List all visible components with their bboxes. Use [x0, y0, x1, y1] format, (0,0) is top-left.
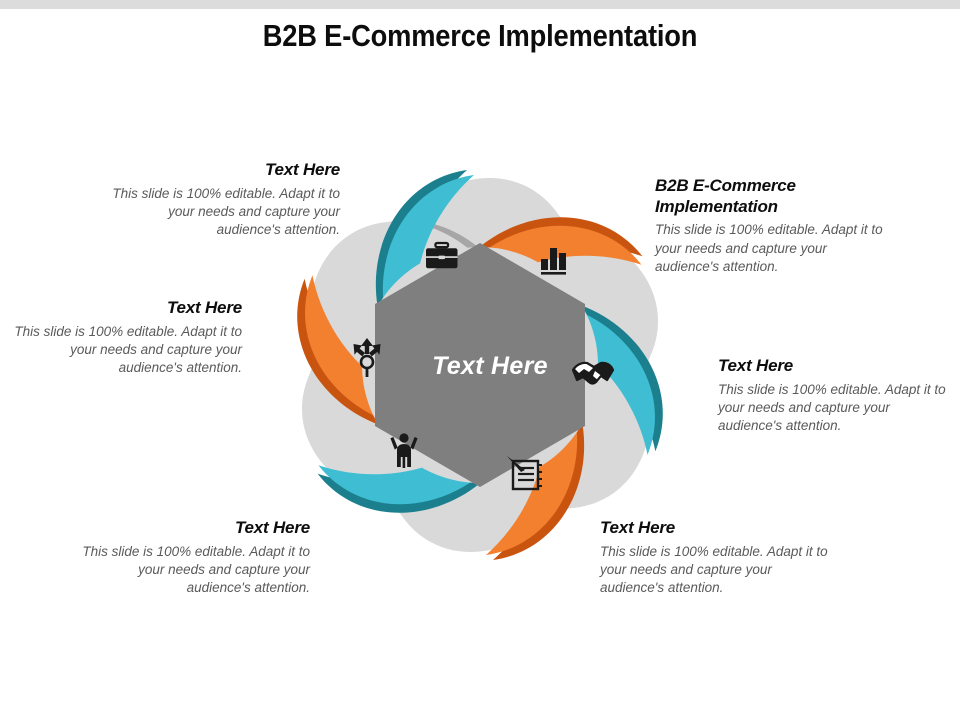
callout-body: This slide is 100% editable. Adapt it to… [655, 222, 883, 274]
six-petal-flower-diagram [245, 140, 715, 590]
briefcase-icon [426, 241, 458, 269]
callout-heading: Text Here [600, 518, 676, 537]
callout-heading: B2B E-Commerce Implementation [655, 176, 796, 216]
callout-body: This slide is 100% editable. Adapt it to… [112, 185, 340, 238]
callout-body: This slide is 100% editable. Adapt it to… [14, 323, 242, 376]
callout-top-right[interactable]: B2B E-Commerce Implementation This slide… [655, 176, 885, 276]
callout-heading: Text Here [234, 518, 310, 537]
bar-chart-icon [541, 248, 566, 275]
handshake-icon [571, 361, 615, 385]
center-hexagon-label: Text Here [432, 352, 548, 380]
callout-bottom-left[interactable]: Text Here This slide is 100% editable. A… [80, 518, 310, 597]
callout-body: This slide is 100% editable. Adapt it to… [82, 543, 310, 596]
distribution-arrows-icon [353, 338, 381, 377]
petal-accent-left [297, 275, 460, 434]
flower-svg [266, 170, 694, 560]
callout-mid-left[interactable]: Text Here This slide is 100% editable. A… [12, 298, 242, 377]
callout-mid-right[interactable]: Text Here This slide is 100% editable. A… [718, 356, 948, 435]
callout-heading: Text Here [166, 298, 242, 317]
callout-heading: Text Here [264, 160, 340, 179]
callout-body: This slide is 100% editable. Adapt it to… [600, 543, 828, 596]
center-hexagon [375, 243, 585, 487]
callout-top-left[interactable]: Text Here This slide is 100% editable. A… [110, 160, 340, 239]
notepad-pen-icon [507, 456, 542, 491]
page-title: B2B E-Commerce Implementation [262, 18, 698, 53]
person-celebrating-icon [390, 433, 418, 468]
petal-accent-right [500, 296, 663, 455]
callout-bottom-right[interactable]: Text Here This slide is 100% editable. A… [600, 518, 830, 597]
callout-body: This slide is 100% editable. Adapt it to… [718, 381, 946, 434]
callout-heading: Text Here [718, 356, 794, 375]
top-accent-strip [0, 0, 960, 9]
